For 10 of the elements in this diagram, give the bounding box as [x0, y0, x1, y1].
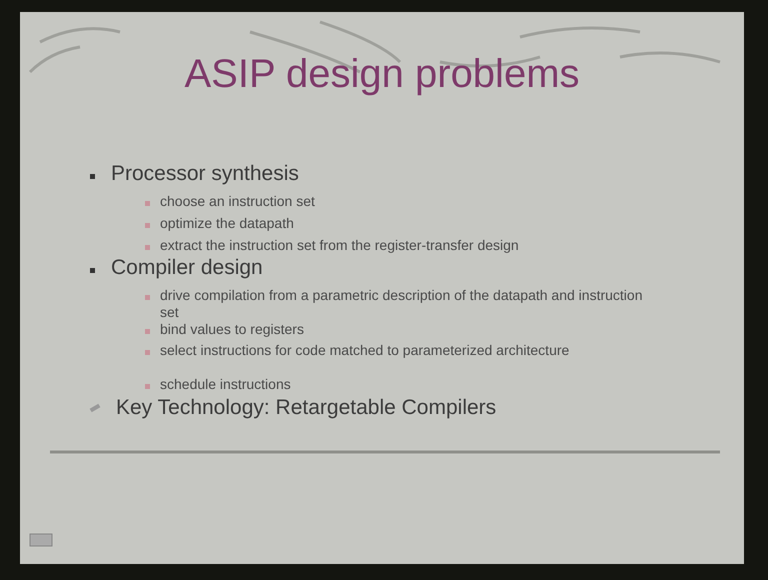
key-point-text: Key Technology: Retargetable Compilers: [116, 396, 496, 420]
bullet-text: select instructions for code matched to parameterized architecture: [160, 342, 570, 359]
slide-title: ASIP design problems: [183, 52, 581, 97]
bullet-text: choose an instruction set: [160, 193, 315, 210]
bullet-text: extract the instruction set from the register-transfer design: [160, 237, 519, 254]
bullet-text: bind values to registers: [160, 321, 304, 338]
bullet-text: schedule instructions: [160, 376, 291, 393]
bullet-text: optimize the datapath: [160, 215, 294, 232]
section-heading: Compiler design: [111, 256, 263, 280]
section-heading: Processor synthesis: [111, 162, 299, 186]
